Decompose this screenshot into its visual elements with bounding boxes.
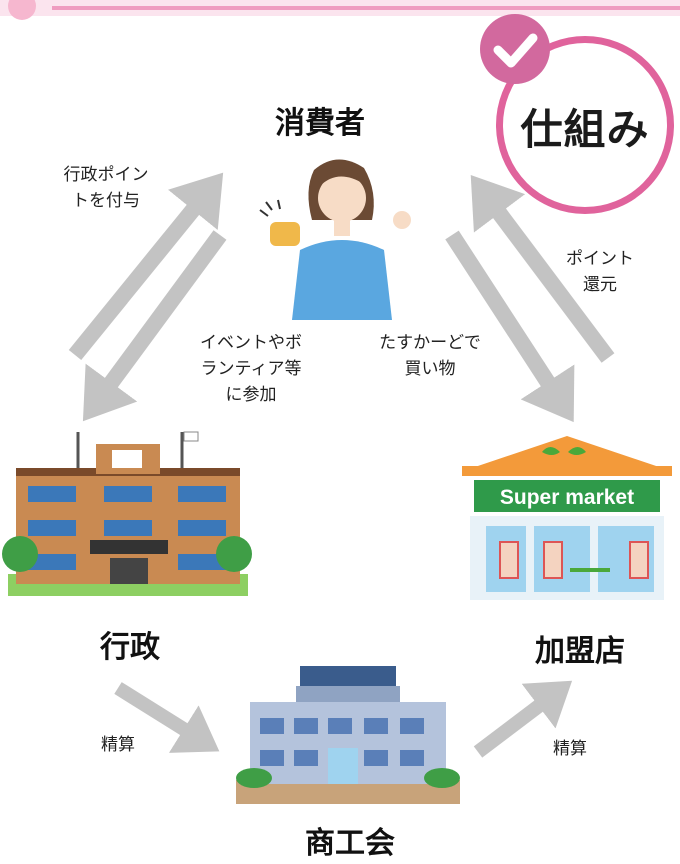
note-grant-points: 行政ポイン トを付与 bbox=[63, 165, 149, 211]
page-title: 仕組み bbox=[520, 105, 650, 154]
note-settlement-left: 精算 bbox=[101, 735, 135, 755]
note-settlement-right: 精算 bbox=[553, 739, 587, 759]
note-join-events: イベントやボ ランティア等 に参加 bbox=[200, 333, 302, 405]
note-point-return: ポイント 還元 bbox=[566, 249, 634, 295]
arrow-gov-to-chamber bbox=[114, 682, 220, 753]
store-sign-text: Super market bbox=[500, 486, 634, 509]
flower-icon bbox=[8, 0, 36, 20]
purse-icon bbox=[270, 222, 300, 246]
consumer-illustration bbox=[259, 159, 411, 320]
consumer-label: 消費者 bbox=[275, 106, 365, 141]
government-label: 行政 bbox=[100, 630, 160, 665]
arrow-consumer-to-store bbox=[445, 230, 575, 423]
note-shopping: たすかーどで 買い物 bbox=[379, 333, 481, 379]
top-decor-bar bbox=[0, 0, 680, 20]
chamber-building-icon bbox=[236, 666, 460, 804]
chamber-label: 商工会 bbox=[305, 826, 395, 861]
checkmark-badge-icon bbox=[480, 14, 550, 84]
government-building-icon bbox=[2, 431, 252, 596]
arrow-store-to-consumer bbox=[470, 174, 615, 363]
arrow-gov-to-consumer bbox=[68, 172, 224, 361]
store-label: 加盟店 bbox=[535, 634, 625, 669]
supermarket-building-icon: Super market bbox=[462, 436, 672, 600]
arrow-consumer-to-gov bbox=[82, 230, 227, 422]
arrow-chamber-to-store bbox=[473, 680, 573, 758]
